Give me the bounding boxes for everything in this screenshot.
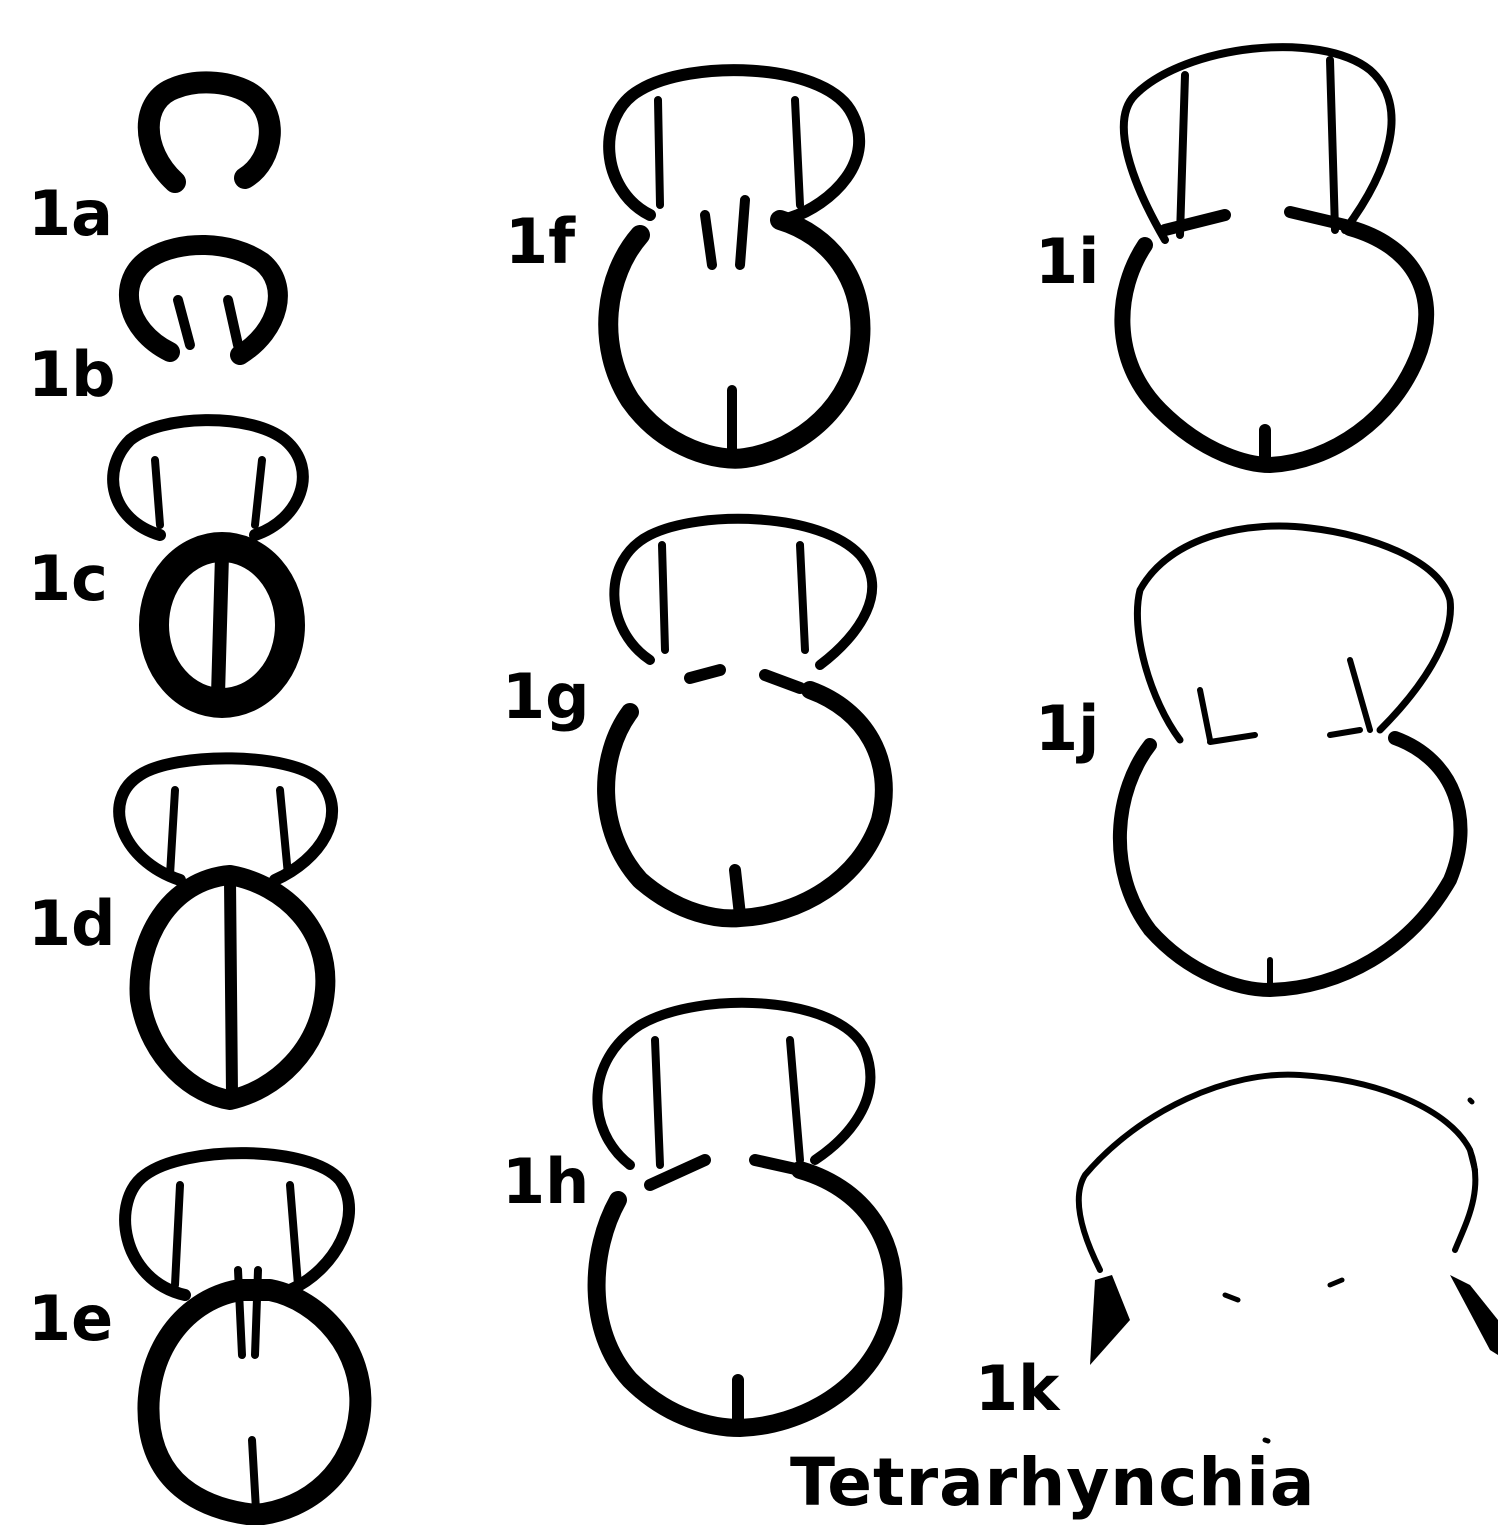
- figure-label-1h: 1h: [502, 1145, 589, 1218]
- section-1k: [1079, 1075, 1498, 1441]
- figure-label-1g: 1g: [502, 660, 590, 733]
- section-1d: [119, 758, 332, 1100]
- section-1b: [129, 245, 278, 355]
- section-1f: [608, 70, 860, 459]
- section-1i: [1122, 47, 1426, 465]
- section-1c: [113, 420, 303, 703]
- figure-label-1a: 1a: [28, 177, 113, 250]
- figure-label-1e: 1e: [28, 1282, 113, 1355]
- figure-label-1j: 1j: [1035, 692, 1099, 765]
- section-1g: [606, 519, 884, 919]
- figure-label-1k: 1k: [975, 1352, 1061, 1425]
- section-1a: [149, 82, 270, 182]
- figure-label-1i: 1i: [1035, 225, 1099, 298]
- figure-label-1c: 1c: [28, 542, 108, 615]
- figure-label-1f: 1f: [505, 205, 576, 278]
- figure-label-1d: 1d: [28, 887, 116, 960]
- section-1e: [125, 1153, 360, 1515]
- section-1h: [597, 1003, 894, 1428]
- section-1j: [1120, 526, 1461, 990]
- genus-caption: Tetrarhynchia: [790, 1444, 1315, 1521]
- figure-label-1b: 1b: [28, 338, 116, 411]
